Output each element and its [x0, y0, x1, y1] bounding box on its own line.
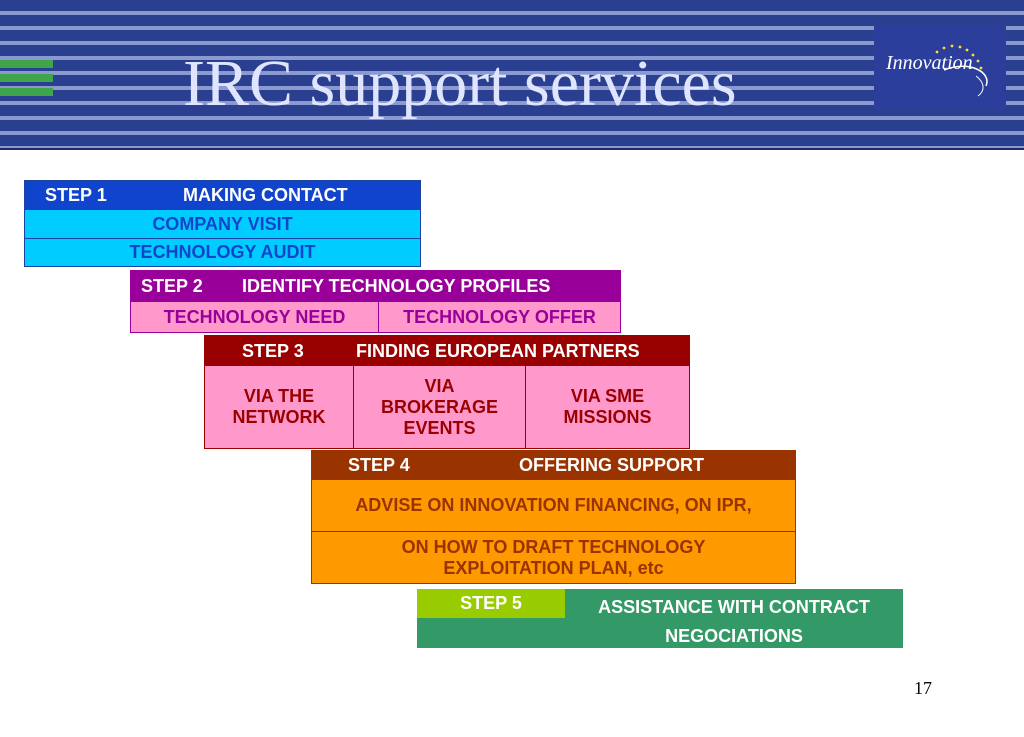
step4-label: STEP 4 [348, 455, 410, 475]
step1-label: STEP 1 [45, 184, 107, 205]
step2-title: IDENTIFY TECHNOLOGY PROFILES [242, 275, 551, 296]
step4-advise-financing: ADVISE ON INNOVATION FINANCING, ON IPR, [355, 495, 752, 515]
step3-label: STEP 3 [242, 340, 304, 361]
step2-box: STEP 2 IDENTIFY TECHNOLOGY PROFILES TECH… [130, 270, 621, 333]
step4-draft-exploitation-plan: ON HOW TO DRAFT TECHNOLOGY EXPLOITATION … [312, 531, 795, 583]
step2-technology-offer: TECHNOLOGY OFFER [378, 301, 620, 332]
step3-box: STEP 3 FINDING EUROPEAN PARTNERS VIA THE… [204, 335, 690, 449]
slide-title: IRC support services [183, 47, 737, 120]
step1-company-visit: COMPANY VISIT [25, 209, 420, 238]
step3-header: STEP 3 FINDING EUROPEAN PARTNERS [205, 336, 689, 366]
step1-title: MAKING CONTACT [183, 184, 348, 205]
step5-box: STEP 5 ASSISTANCE WITH CONTRACT NEGOCIAT… [417, 589, 903, 648]
step1-technology-audit: TECHNOLOGY AUDIT [25, 238, 420, 266]
menu-bars-decoration [0, 60, 53, 102]
step4-title: OFFERING SUPPORT [519, 455, 705, 475]
step5-title: ASSISTANCE WITH CONTRACT NEGOCIATIONS [598, 597, 870, 646]
step4-box: STEP 4 OFFERING SUPPORT ADVISE ON INNOVA… [311, 450, 796, 584]
innovation-logo: Innovation [874, 26, 1006, 110]
step3-title: FINDING EUROPEAN PARTNERS [356, 340, 640, 361]
step5-label: STEP 5 [417, 589, 565, 618]
step2-header: STEP 2 IDENTIFY TECHNOLOGY PROFILES [131, 271, 620, 301]
step3-via-brokerage-events: VIA BROKERAGE EVENTS [353, 366, 525, 448]
page-number: 17 [914, 678, 932, 698]
logo-stars-icon [935, 44, 988, 97]
step3-via-sme-missions: VIA SME MISSIONS [525, 366, 689, 448]
title-banner: IRC support services Innovation [0, 0, 1024, 150]
step1-header: STEP 1 MAKING CONTACT [25, 181, 420, 209]
step1-box: STEP 1 MAKING CONTACT COMPANY VISIT TECH… [24, 180, 421, 267]
step2-label: STEP 2 [141, 275, 203, 296]
step3-via-network: VIA THE NETWORK [232, 386, 326, 427]
logo-wordmark: Innovation [886, 52, 973, 74]
step4-header: STEP 4 OFFERING SUPPORT [312, 451, 795, 480]
step2-technology-need: TECHNOLOGY NEED [131, 301, 378, 332]
